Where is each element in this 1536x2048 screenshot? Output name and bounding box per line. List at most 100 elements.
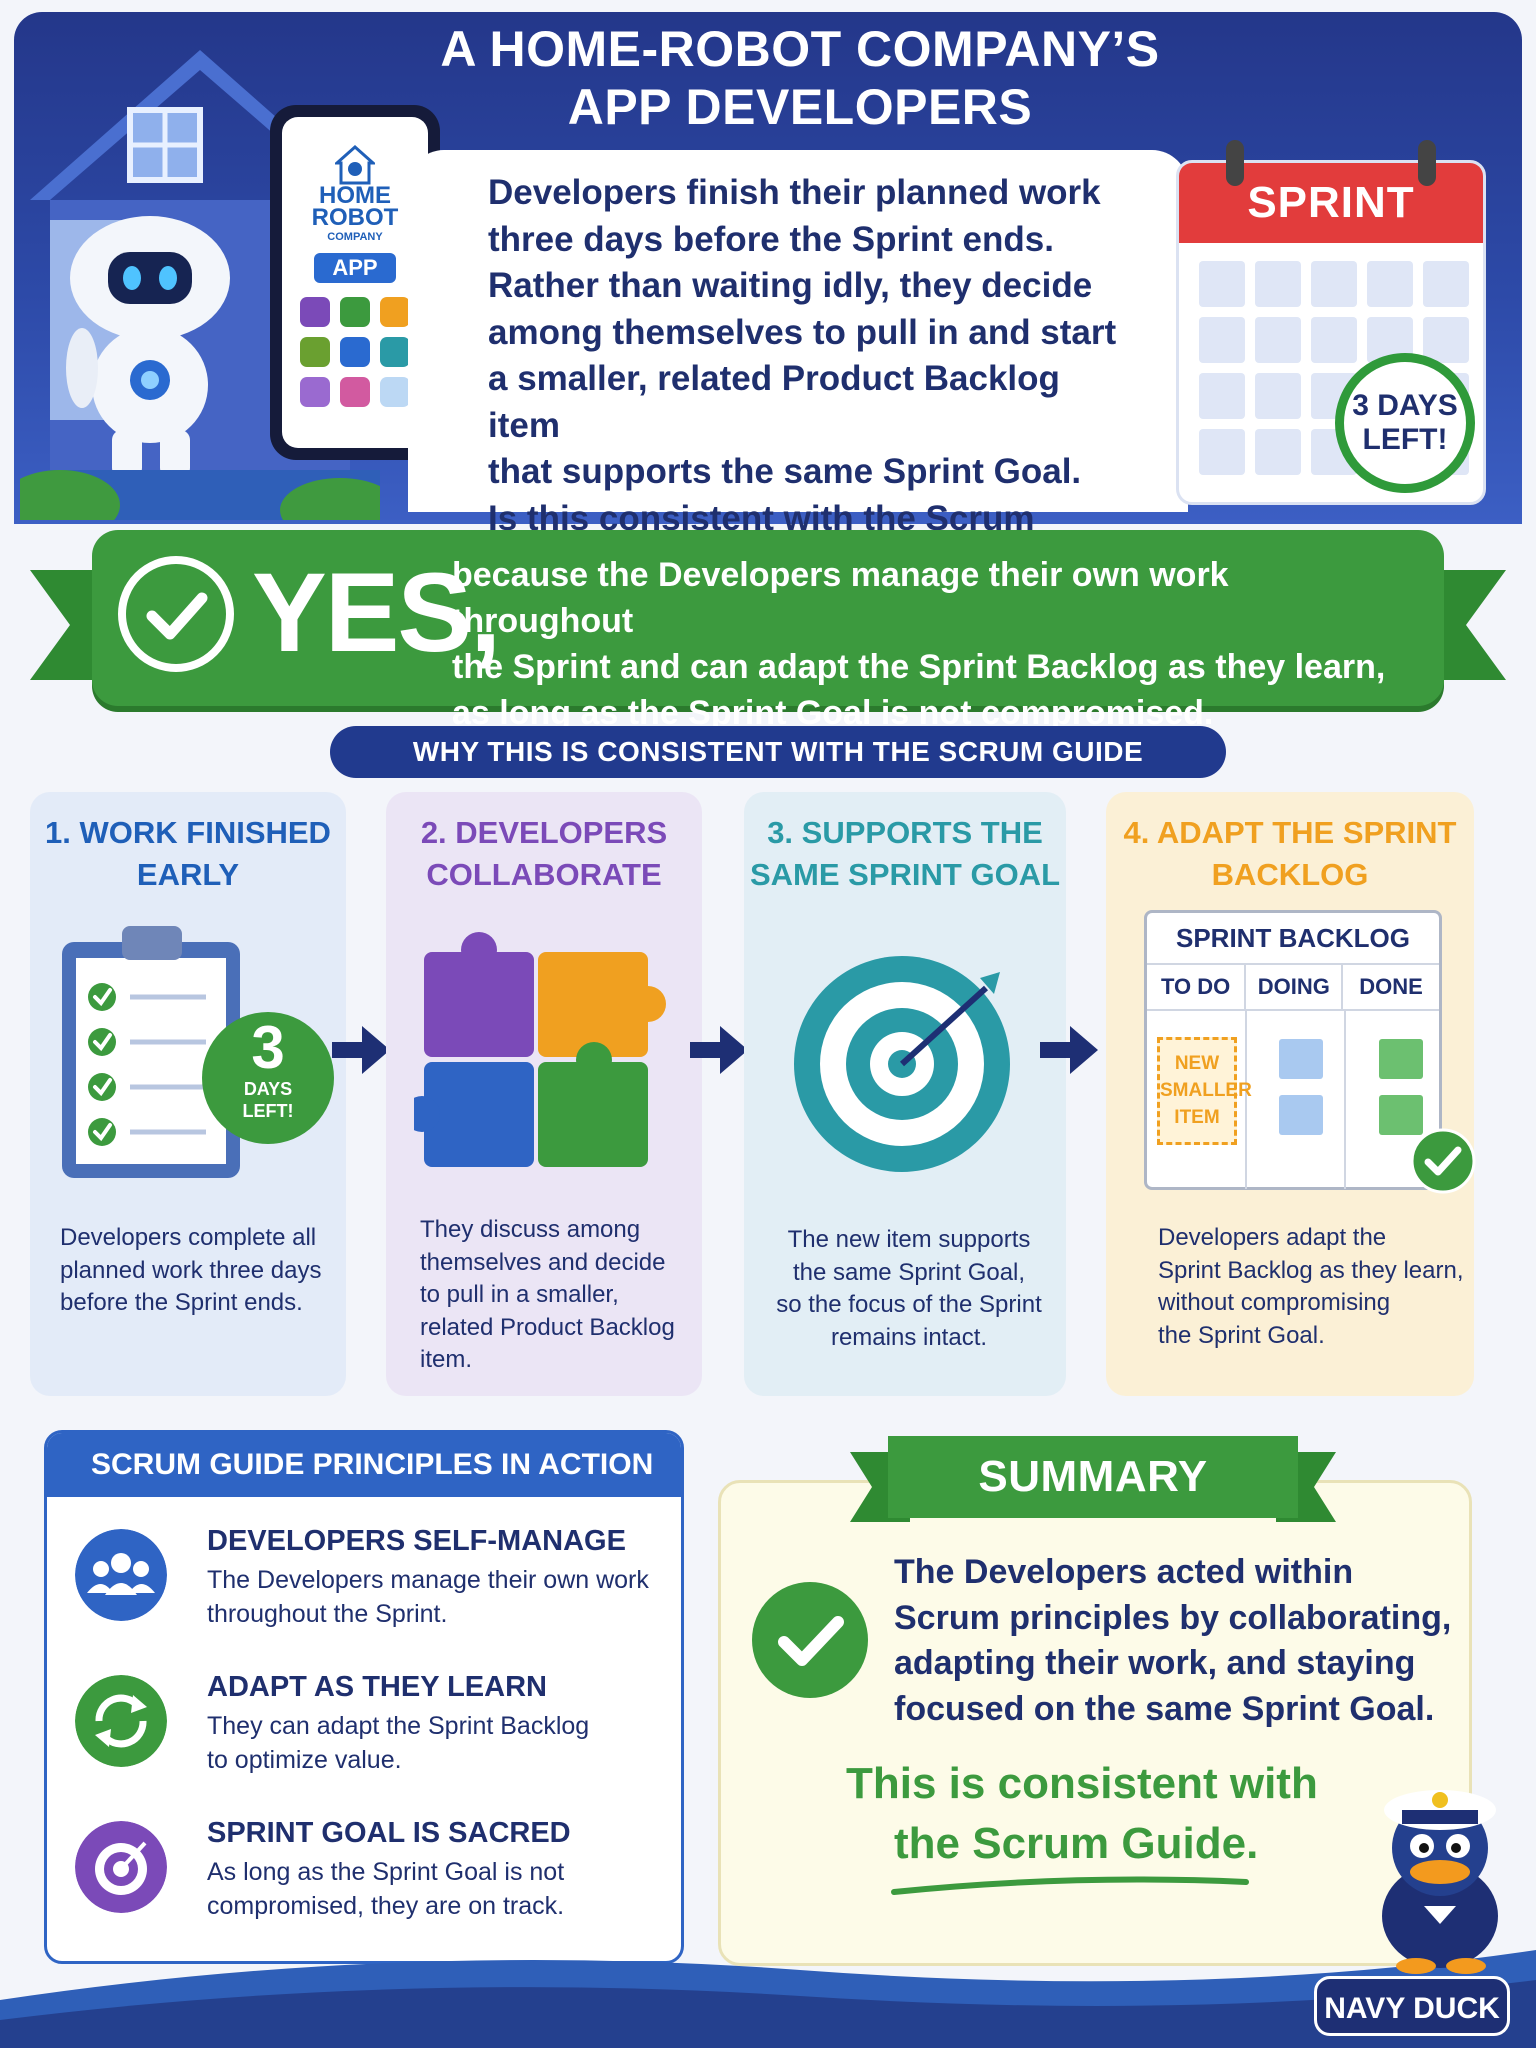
- new-item-line: ITEM: [1174, 1107, 1220, 1128]
- phone-brand-line3: COMPANY: [327, 231, 383, 243]
- step-title: 4. ADAPT THE SPRINT BACKLOG: [1106, 812, 1474, 896]
- step-card-4: 4. ADAPT THE SPRINT BACKLOG SPRINT BACKL…: [1106, 792, 1476, 1396]
- navy-duck-mascot-icon: [1382, 1790, 1498, 1974]
- title-line1: A HOME-ROBOT COMPANY’S: [440, 21, 1160, 77]
- step-title-line1: 3. SUPPORTS THE: [767, 815, 1043, 850]
- summary-heading: SUMMARY: [888, 1436, 1298, 1518]
- principle-line: throughout the Sprint.: [207, 1600, 448, 1628]
- days-left-mini-badge: 3 DAYS LEFT!: [202, 1018, 334, 1122]
- phone-app-mockup: HOME ROBOT COMPANY APP: [270, 105, 440, 460]
- step-body-line: before the Sprint ends.: [60, 1289, 303, 1316]
- phone-brand-line1: HOME: [319, 182, 391, 209]
- underline-swoosh: [891, 1876, 1249, 1895]
- step-body-line: related Product Backlog: [420, 1313, 675, 1341]
- calendar-ring-icon: [1418, 140, 1436, 186]
- step-title-line1: 4. ADAPT THE SPRINT: [1123, 815, 1457, 850]
- step-title-line2: EARLY: [136, 857, 240, 892]
- app-tile-icon: [300, 377, 330, 407]
- step-body-line: remains intact.: [830, 1323, 988, 1351]
- app-tile-icon: [380, 297, 410, 327]
- sticky-note-icon: [1279, 1095, 1323, 1135]
- principle-line: compromised, they are on track.: [207, 1892, 565, 1920]
- principles-panel: SCRUM GUIDE PRINCIPLES IN ACTION DEVELOP…: [44, 1430, 684, 1964]
- principle-text: The Developers manage their own work thr…: [207, 1563, 667, 1631]
- step-body-line: Sprint Backlog as they learn,: [1158, 1256, 1464, 1284]
- answer-yes: YES,: [252, 550, 501, 675]
- principle-text: They can adapt the Sprint Backlog to opt…: [207, 1709, 667, 1777]
- target-icon: [75, 1821, 167, 1913]
- badge-number: 3: [251, 1014, 285, 1081]
- step-title-line2: COLLABORATE: [426, 857, 662, 892]
- conclusion-line2: the Scrum Guide.: [894, 1819, 1259, 1868]
- sticky-note-icon: [1379, 1039, 1423, 1079]
- question-line: Rather than waiting idly, they decide: [488, 266, 1093, 305]
- footer-wave: [0, 1950, 1536, 2048]
- title-line2: APP DEVELOPERS: [567, 79, 1033, 135]
- question-text: Developers finish their planned work thr…: [488, 170, 1138, 589]
- step-body-line: themselves and decide: [420, 1248, 666, 1276]
- app-tile-icon: [340, 297, 370, 327]
- principle-line: As long as the Sprint Goal is not: [207, 1858, 565, 1886]
- badge-line1: DAYS: [243, 1079, 293, 1099]
- board-column-header: DONE: [1341, 965, 1438, 1009]
- question-line: among themselves to pull in and start: [488, 312, 1117, 352]
- board-title: SPRINT BACKLOG: [1147, 913, 1439, 965]
- principle-line: to optimize value.: [207, 1746, 402, 1774]
- check-circle-icon: [752, 1582, 868, 1698]
- step-title-line1: 2. DEVELOPERS: [420, 815, 668, 850]
- conclusion-line1: This is consistent with: [846, 1759, 1318, 1808]
- step-title-line1: 1. WORK FINISHED: [45, 815, 331, 850]
- team-icon: [75, 1529, 167, 1621]
- step-body-line: They discuss among: [420, 1216, 641, 1243]
- done-check-icon: [1410, 1128, 1476, 1194]
- summary-conclusion: This is consistent with the Scrum Guide.: [846, 1754, 1406, 1874]
- question-line: three days before the Sprint ends.: [488, 219, 1054, 259]
- summary-line: adapting their work, and staying: [894, 1644, 1416, 1682]
- puzzle-pieces-icon: [414, 932, 666, 1167]
- step-title: 2. DEVELOPERS COLLABORATE: [386, 812, 702, 896]
- step-title-line2: SAME SPRINT GOAL: [749, 857, 1060, 892]
- arrow-right-icon: [332, 1026, 390, 1074]
- app-tile-icon: [380, 377, 410, 407]
- app-grid: [300, 297, 410, 407]
- app-tile-icon: [340, 337, 370, 367]
- answer-line: as long as the Sprint Goal is not compro…: [452, 694, 1214, 732]
- cycle-icon: [75, 1675, 167, 1767]
- question-line: that supports the same Sprint Goal.: [488, 452, 1082, 491]
- principle-title: SPRINT GOAL IS SACRED: [207, 1817, 571, 1849]
- days-left-line2: LEFT!: [1362, 423, 1448, 456]
- new-item-line: SMALLER: [1160, 1080, 1252, 1101]
- step-body-line: the Sprint Goal.: [1158, 1321, 1325, 1349]
- board-column-header: DOING: [1244, 965, 1341, 1009]
- badge-line2: LEFT!: [242, 1101, 294, 1121]
- step-title: 1. WORK FINISHED EARLY: [30, 812, 346, 896]
- sprint-backlog-board: SPRINT BACKLOG TO DO DOING DONE NEW SMAL…: [1144, 910, 1442, 1190]
- target-icon: [794, 956, 1010, 1172]
- principle-title: ADAPT AS THEY LEARN: [207, 1671, 547, 1703]
- question-panel: [408, 150, 1188, 512]
- days-left-line1: 3 DAYS: [1352, 389, 1458, 422]
- summary-line: The Developers acted within: [894, 1553, 1354, 1591]
- summary-line: focused on the same Sprint Goal.: [894, 1689, 1435, 1728]
- step-body-line: Developers complete all: [60, 1224, 317, 1251]
- arrow-right-icon: [1040, 1026, 1098, 1074]
- answer-line: the Sprint and can adapt the Sprint Back…: [452, 648, 1386, 686]
- clipboard-checklist-icon: [62, 926, 334, 1178]
- step-title-line2: BACKLOG: [1211, 857, 1369, 892]
- step-body: Developers adapt the Sprint Backlog as t…: [1158, 1222, 1468, 1352]
- calendar-ring-icon: [1226, 140, 1244, 186]
- principle-title: DEVELOPERS SELF-MANAGE: [207, 1525, 626, 1557]
- principle-text: As long as the Sprint Goal is not compro…: [207, 1855, 667, 1923]
- days-left-badge: 3 DAYS LEFT!: [1335, 353, 1475, 493]
- step-body-line: without compromising: [1158, 1289, 1391, 1316]
- sticky-note-icon: [1279, 1039, 1323, 1079]
- step-card-3: 3. SUPPORTS THE SAME SPRINT GOAL The new…: [744, 792, 1066, 1396]
- step-body-line: Developers adapt the: [1158, 1224, 1387, 1251]
- principles-heading: SCRUM GUIDE PRINCIPLES IN ACTION: [47, 1433, 681, 1497]
- step-body-line: the same Sprint Goal,: [792, 1258, 1026, 1286]
- check-circle-icon: [118, 556, 234, 672]
- phone-brand-line2: ROBOT: [311, 204, 399, 231]
- step-body-line: The new item supports: [787, 1226, 1031, 1253]
- step-title: 3. SUPPORTS THE SAME SPRINT GOAL: [744, 812, 1066, 896]
- answer-line: because the Developers manage their own …: [452, 556, 1229, 640]
